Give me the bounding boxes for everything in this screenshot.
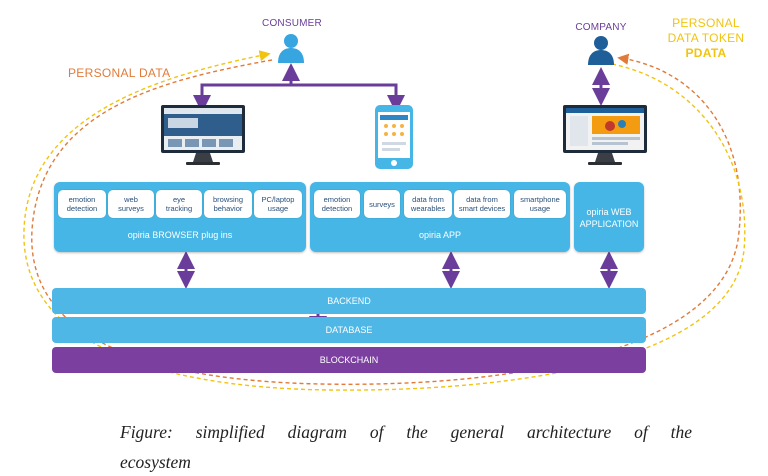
card-line: emotion [323, 195, 351, 204]
company-user-icon [588, 36, 614, 65]
card-line: detection [321, 204, 353, 213]
blockchain-label: BLOCKCHAIN [319, 355, 379, 365]
web-application-line2: APPLICATION [579, 219, 639, 229]
consumer-user-icon [278, 34, 304, 63]
browser-plugins-title: opiria BROWSER plug ins [127, 230, 233, 240]
card-line: detection [66, 204, 98, 213]
card-line: surveys [118, 204, 144, 213]
database-layer: DATABASE [52, 317, 646, 343]
figure-caption-line1: Figure: simplified diagram of the genera… [120, 422, 692, 442]
web-application-panel: opiria WEB APPLICATION [574, 182, 644, 252]
card-line: emotion [68, 195, 96, 204]
card-line: tracking [165, 204, 193, 213]
pdata-label: PDATA [685, 46, 727, 60]
card-line: wearables [410, 204, 446, 213]
desktop-monitor-image [161, 105, 245, 165]
web-application-title: opiria WEB APPLICATION [574, 206, 644, 230]
card-line: browsing [212, 195, 243, 204]
smartphone-image [375, 105, 413, 169]
blockchain-layer: BLOCKCHAIN [52, 347, 646, 373]
consumer-label: CONSUMER [262, 18, 322, 29]
card-surveys: surveys [364, 190, 400, 218]
personal-data-flow-yellow [23, 50, 746, 391]
card-line: smart devices [458, 204, 506, 213]
backend-layer: BACKEND [52, 288, 646, 314]
personal-data-label: PERSONAL DATA [68, 66, 171, 80]
card-line: eye [172, 195, 186, 204]
backend-label: BACKEND [327, 296, 371, 306]
company-monitor-image [563, 105, 647, 165]
personal-data-token-line2: DATA TOKEN [667, 31, 745, 45]
database-label: DATABASE [325, 325, 373, 335]
figure-caption-line2: ecosystem [120, 452, 191, 472]
personal-data-token-line1: PERSONAL [672, 16, 740, 30]
card-line: data from [412, 195, 444, 204]
app-panel-title: opiria APP [418, 230, 462, 240]
card-line: surveys [369, 199, 395, 209]
card-line: data from [466, 195, 498, 204]
card-line: behavior [213, 204, 243, 213]
card-line: web [124, 195, 138, 204]
card-line: smartphone [520, 195, 560, 204]
card-line: usage [529, 204, 551, 213]
consumer-branch-line [200, 83, 398, 102]
web-application-line1: opiria WEB [586, 207, 632, 217]
card-line: PC/laptop [261, 195, 295, 204]
company-label: COMPANY [575, 22, 627, 33]
card-line: usage [267, 204, 289, 213]
personal-data-token-label: PERSONAL DATA TOKEN PDATA [656, 16, 756, 61]
